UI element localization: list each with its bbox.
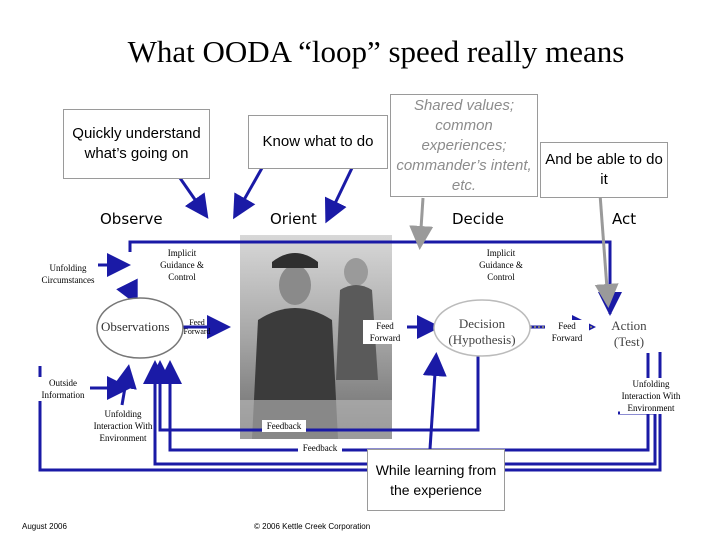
label-outside-information: Outside Information — [36, 377, 90, 401]
callout-shared-values: Shared values; common experiences; comma… — [390, 94, 538, 197]
label-feedback-1: Feedback — [262, 420, 306, 432]
label-feed-forward-1: Feed Forward — [183, 318, 211, 336]
label-feed-forward-3: Feed Forward — [545, 320, 589, 344]
page-title: What OODA “loop” speed really means — [127, 34, 625, 69]
callout-understand: Quickly understand what’s going on — [63, 109, 210, 179]
observations-ellipse — [96, 297, 184, 359]
label-unfolding-interaction-right: Unfolding Interaction With Environment — [620, 378, 682, 414]
label-feed-forward-2: Feed Forward — [363, 320, 407, 344]
label-observations: Observations — [101, 319, 170, 334]
footer-copyright: © 2006 Kettle Creek Corporation — [254, 522, 371, 531]
footer-date: August 2006 — [22, 522, 67, 531]
label-feedback-2: Feedback — [298, 442, 342, 454]
callout-arrows — [178, 167, 447, 450]
heading-orient: Orient — [270, 210, 317, 228]
heading-observe: Observe — [100, 210, 163, 228]
callout-arrows-gray — [409, 193, 619, 308]
label-unfolding-circumstances: Unfolding Circumstances — [41, 263, 95, 285]
callout-act: And be able to do it — [540, 142, 668, 198]
callout-know: Know what to do — [248, 115, 388, 169]
label-unfolding-interaction-left: Unfolding Interaction With Environment — [93, 408, 153, 444]
label-action: Action (Test) — [611, 318, 647, 349]
heading-act: Act — [612, 210, 637, 228]
label-decision: Decision (Hypothesis) — [448, 316, 516, 347]
decision-ellipse — [433, 299, 531, 357]
callout-learning: While learning from the experience — [367, 449, 505, 511]
label-implicit-guidance-right: Implicit Guidance & Control — [475, 247, 527, 283]
label-implicit-guidance-left: Implicit Guidance & Control — [157, 247, 207, 283]
heading-decide: Decide — [452, 210, 504, 228]
